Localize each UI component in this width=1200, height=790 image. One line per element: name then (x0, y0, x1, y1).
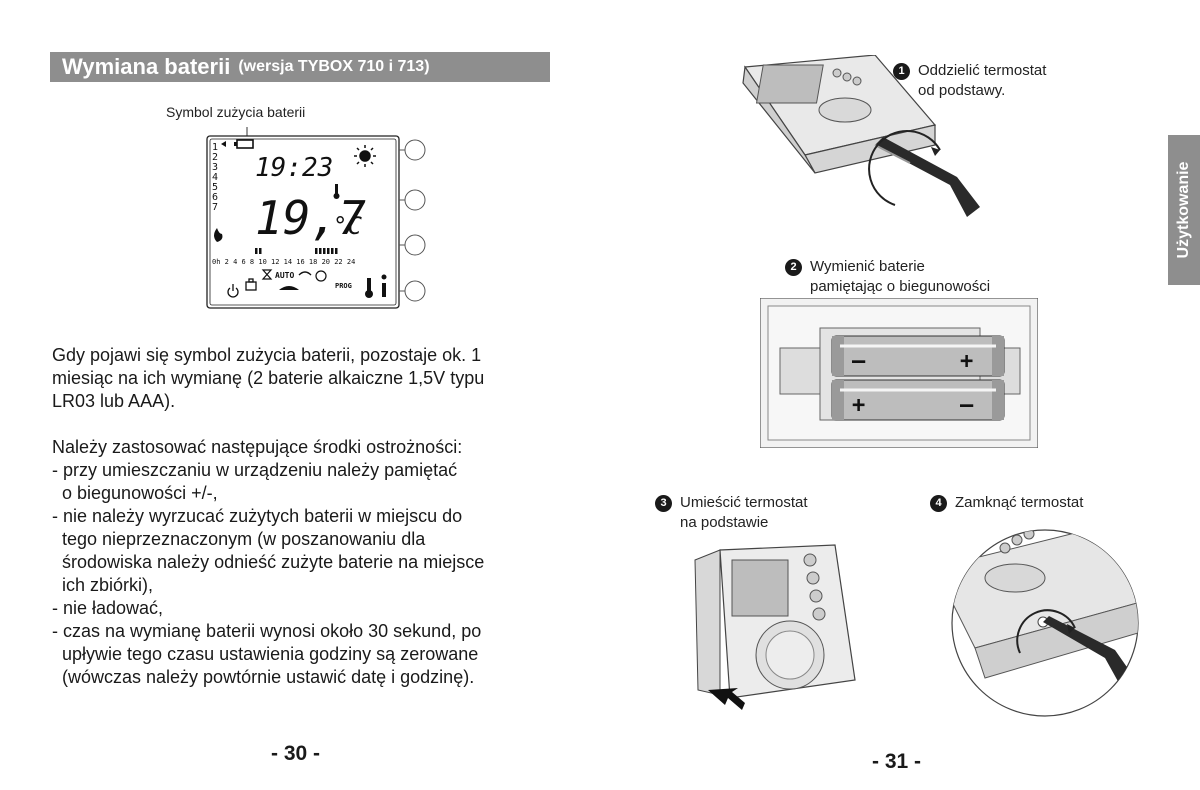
side-tab: Użytkowanie (1168, 135, 1200, 285)
sun-icon (354, 145, 376, 167)
step4-caption: 4 Zamknąć termostat (930, 493, 1083, 513)
lcd-temperature-unit: °C (333, 212, 362, 240)
power-icon (227, 284, 239, 298)
lcd-button-2[interactable] (404, 189, 426, 211)
battery-info-paragraph: Gdy pojawi się symbol zużycia baterii, p… (52, 345, 485, 411)
step2-text: Wymienić baterie pamiętając o biegunowoś… (810, 258, 991, 295)
section-title: Wymiana baterii (62, 54, 231, 79)
step1-number: 1 (893, 62, 910, 80)
day-num-3: 3 (212, 162, 218, 173)
thermometer-icon-small (333, 184, 340, 199)
hourglass-icon (261, 269, 273, 280)
step3-number: 3 (655, 494, 672, 512)
mode-auto: AUTO (275, 271, 294, 280)
day-pointer-icon (221, 141, 226, 147)
info-icon (381, 274, 387, 297)
step2-caption: 2 Wymienić baterie pamiętając o biegunowo… (785, 257, 990, 297)
battery-symbol-label: Symbol zużycia baterii (166, 104, 306, 120)
day-num-2: 2 (212, 152, 218, 163)
lcd-time: 19:23 (255, 153, 333, 183)
battery-low-icon (234, 139, 254, 149)
step1-text: Oddzielić termostat od podstawy. (918, 62, 1047, 99)
day-num-4: 4 (212, 172, 218, 183)
battery-top-left-label: – (852, 349, 866, 374)
section-subtitle: (wersja TYBOX 710 i 713) (238, 58, 430, 75)
battery-bottom-right-label: – (960, 393, 974, 418)
page-number-right: - 31 - (872, 750, 922, 773)
thermometer-icon-large (365, 278, 373, 298)
lcd-button-3[interactable] (404, 234, 426, 256)
precautions-paragraph: Należy zastosować następujące środki ost… (52, 437, 485, 687)
lcd-temperature: 19,7 (255, 191, 366, 245)
step3-caption: 3 Umieścić termostat na podstawie (655, 493, 808, 533)
step1-caption: 1 Oddzielić termostat od podstawy. (893, 61, 1046, 101)
step3-text: Umieścić termostat na podstawie (680, 494, 808, 531)
clock-icon (315, 270, 327, 282)
step4-illustration (951, 529, 1139, 717)
side-tab-label: Użytkowanie (1175, 161, 1192, 259)
step3-illustration (694, 544, 856, 710)
page-number-left: - 30 - (271, 742, 321, 765)
step2-battery-illustration: – + + – (760, 298, 1038, 448)
day-num-7: 7 (212, 202, 218, 213)
day-num-6: 6 (212, 192, 218, 203)
battery-top-right-label: + (960, 349, 973, 374)
day-num-5: 5 (212, 182, 218, 193)
suitcase-icon (245, 278, 257, 291)
schedule-bars (255, 248, 338, 254)
step4-number: 4 (930, 494, 947, 512)
lcd-button-1[interactable] (404, 139, 426, 161)
lcd-display-diagram: 1 2 3 4 5 6 7 19:23 19,7 °C 0h 2 4 6 8 1… (206, 127, 426, 309)
flame-icon (214, 228, 223, 242)
section-title-bar: Wymiana baterii (wersja TYBOX 710 i 713) (50, 52, 550, 82)
battery-bottom-left-label: + (852, 393, 865, 418)
lcd-button-4[interactable] (404, 280, 426, 302)
step2-number: 2 (785, 258, 802, 276)
selector-arc-icon (279, 286, 299, 290)
day-num-1: 1 (212, 142, 218, 153)
hand-icon (298, 271, 312, 276)
mode-prog: PROG (335, 282, 352, 290)
hour-scale: 0h 2 4 6 8 10 12 14 16 18 20 22 24 (212, 258, 355, 266)
step4-text: Zamknąć termostat (955, 494, 1084, 511)
step1-illustration (742, 55, 980, 217)
